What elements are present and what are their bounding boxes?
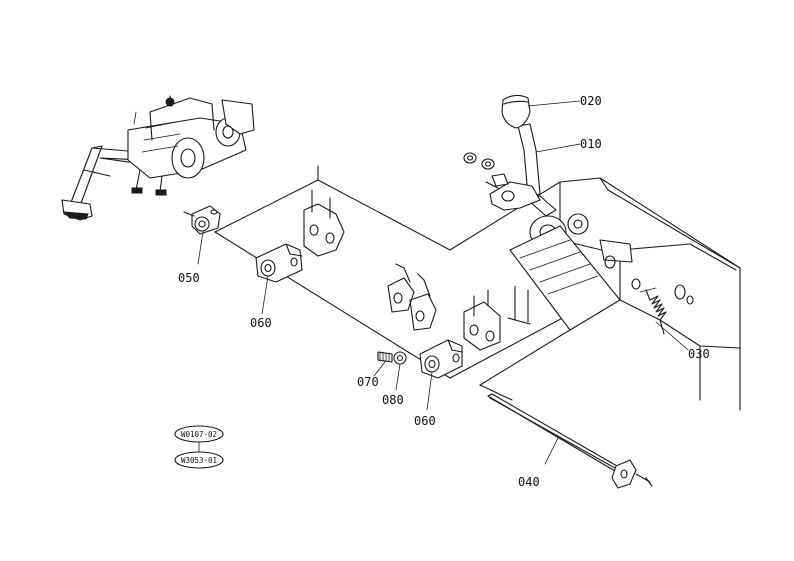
reference-code-1: W0107-02: [181, 430, 217, 439]
rod-040: [487, 393, 653, 489]
lever-knob: [501, 94, 531, 129]
bolt-070: [377, 351, 393, 363]
reference-code-2: W3053-01: [181, 456, 217, 465]
bracket-060-lower: [419, 339, 463, 379]
part-labels: 020 010 030 040 050 060 060 070 080: [178, 94, 710, 489]
part-label-050: 050: [178, 271, 200, 285]
part-label-040: 040: [518, 475, 540, 489]
reference-codes: W0107-02 W3053-01: [174, 425, 224, 469]
shift-housing: [507, 177, 741, 411]
part-label-020: 020: [580, 94, 602, 108]
ghost-brackets: [303, 189, 501, 351]
part-label-030: 030: [688, 347, 710, 361]
tractor-backhoe-illustration: [61, 95, 255, 221]
shift-lever: [485, 123, 541, 211]
part-label-010: 010: [580, 137, 602, 151]
bracket-060-upper: [255, 243, 303, 283]
pin-050: [183, 205, 221, 235]
part-label-060-upper: 060: [250, 316, 272, 330]
part-label-080: 080: [382, 393, 404, 407]
washer-080: [393, 351, 407, 365]
lever-washers: [463, 152, 509, 187]
part-label-060-lower: 060: [414, 414, 436, 428]
part-label-070: 070: [357, 375, 379, 389]
leader-lines: [197, 100, 689, 465]
